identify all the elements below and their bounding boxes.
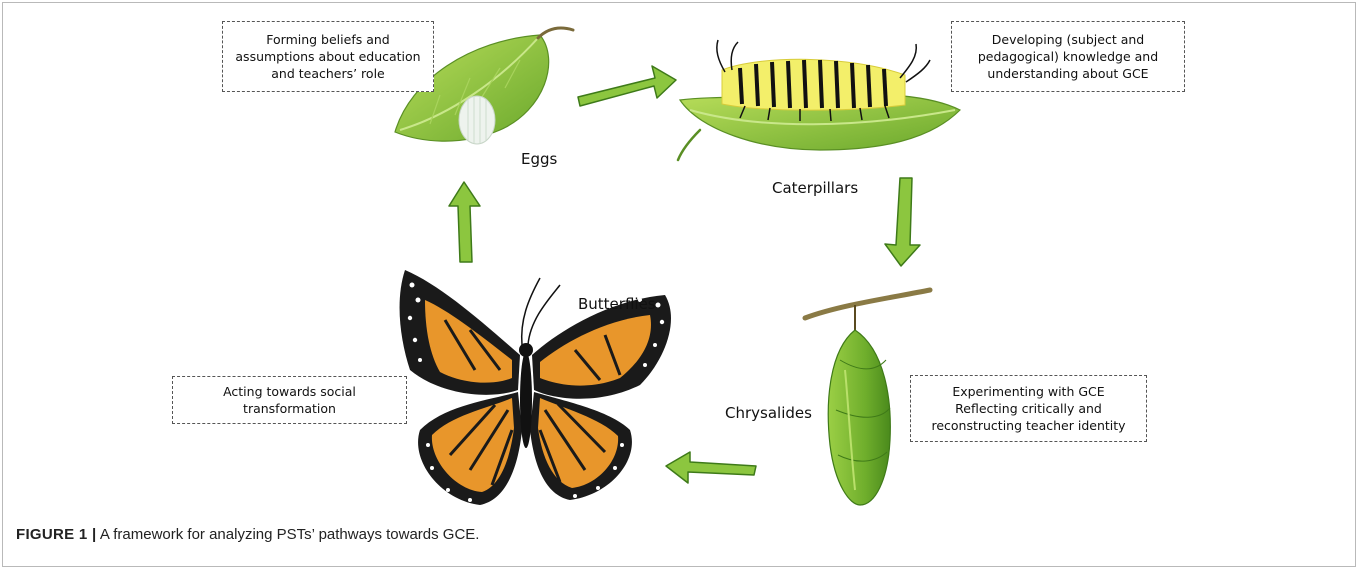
- cycle-arrow-eggs-to-caterpillars: [578, 66, 676, 106]
- stage-label-caterpillars: Caterpillars: [772, 179, 858, 197]
- caterpillar-on-leaf-icon: [678, 40, 960, 160]
- chrysalides-description-box: Experimenting with GCE Reflecting critic…: [910, 375, 1147, 442]
- eggs-description-line-3: and teachers’ role: [271, 65, 385, 82]
- chrysalides-description-line-1: Experimenting with GCE: [952, 383, 1104, 400]
- figure-caption: FIGURE 1 | A framework for analyzing PST…: [16, 526, 479, 543]
- cycle-arrow-chrysalides-to-butterflies: [666, 452, 756, 483]
- caterpillars-description-line-3: understanding about GCE: [987, 65, 1148, 82]
- chrysalides-description-line-3: reconstructing teacher identity: [931, 417, 1125, 434]
- caterpillars-description-line-2: pedagogical) knowledge and: [978, 48, 1158, 65]
- stage-label-butterflies: Butterflies: [578, 295, 656, 313]
- stage-label-chrysalides: Chrysalides: [725, 404, 812, 422]
- butterflies-description-box: Acting towards social transformation: [172, 376, 407, 424]
- chrysalides-description-line-2: Reflecting critically and: [955, 400, 1102, 417]
- stage-label-eggs: Eggs: [521, 150, 557, 168]
- butterflies-description-line-1: Acting towards social: [223, 383, 356, 400]
- cycle-arrow-caterpillars-to-chrysalides: [885, 178, 920, 266]
- figure-caption-label: FIGURE 1 |: [16, 526, 97, 543]
- figure-caption-text: A framework for analyzing PSTs’ pathways…: [97, 526, 480, 543]
- cycle-arrow-butterflies-to-eggs: [449, 182, 480, 262]
- eggs-description-line-2: assumptions about education: [235, 48, 420, 65]
- eggs-description-box: Forming beliefs and assumptions about ed…: [222, 21, 434, 92]
- caterpillars-description-box: Developing (subject and pedagogical) kno…: [951, 21, 1185, 92]
- eggs-description-line-1: Forming beliefs and: [266, 31, 389, 48]
- caterpillars-description-line-1: Developing (subject and: [992, 31, 1144, 48]
- butterflies-description-line-2: transformation: [243, 400, 336, 417]
